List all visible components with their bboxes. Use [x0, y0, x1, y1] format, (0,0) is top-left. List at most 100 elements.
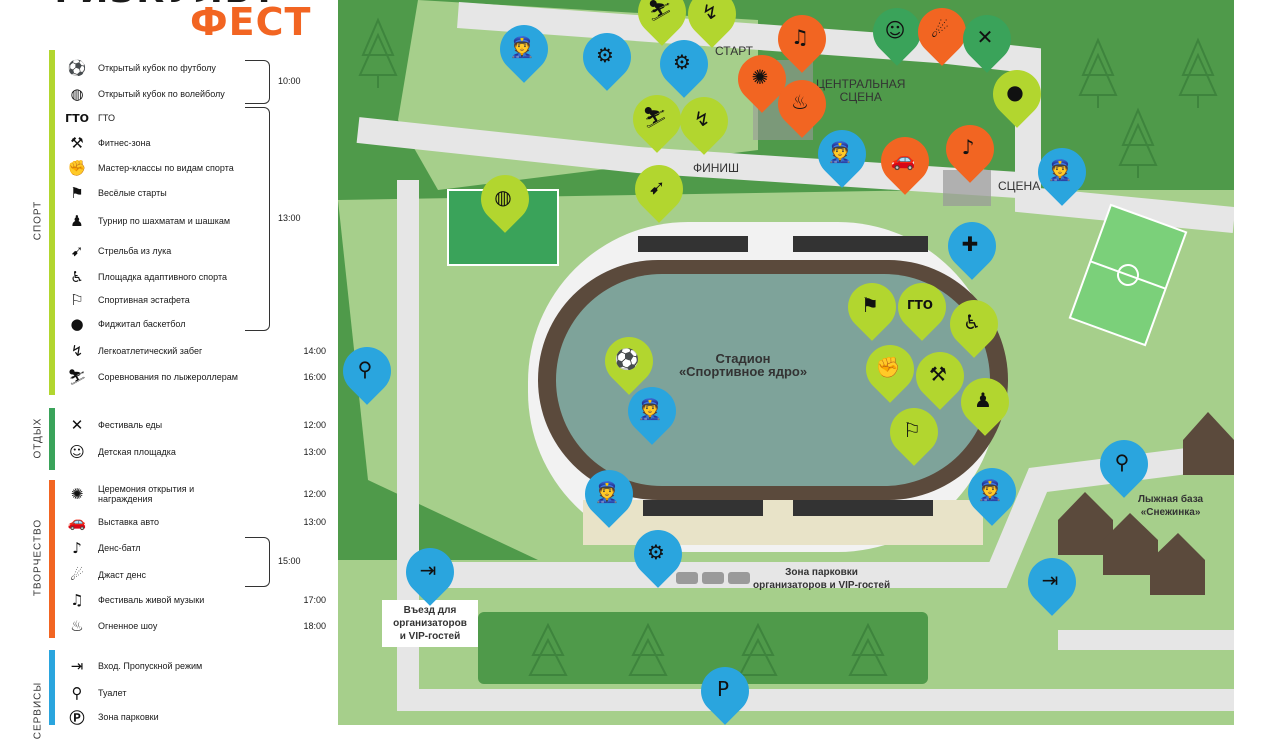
map-pin[interactable]: ✕	[953, 5, 1021, 77]
kids-icon: ☺	[884, 18, 906, 42]
rollerski-icon: ⛷	[642, 105, 668, 129]
map-pin[interactable]: ✺	[728, 45, 796, 117]
map-pin[interactable]: ⚽	[595, 327, 663, 399]
entrance-icon: ⇥	[70, 657, 84, 675]
dance-icon: ♪	[961, 135, 975, 159]
festival-map[interactable]: СТАРТ ФИНИШ ЦЕНТРАЛЬНАЯ СЦЕНА СЦЕНА Стад…	[338, 0, 1234, 725]
food-icon: ✕	[70, 416, 84, 434]
rest-category-bar	[49, 408, 55, 470]
map-pin[interactable]: P	[691, 657, 759, 725]
map-pin[interactable]: ♫	[768, 5, 836, 77]
central-stage-label: ЦЕНТРАЛЬНАЯ СЦЕНА	[816, 77, 906, 104]
map-pin[interactable]: ✊	[856, 335, 924, 407]
map-pin[interactable]: ⚙	[650, 30, 718, 102]
music-icon: ♫	[791, 25, 809, 49]
legend-item: ♪Денс-батл	[64, 537, 326, 559]
map-base	[338, 0, 1234, 725]
map-pin[interactable]: ➹	[625, 155, 693, 227]
map-pin[interactable]: ⛷	[628, 0, 696, 50]
map-pin[interactable]: ⚲	[1090, 430, 1158, 502]
creative-category-label: Творчество	[32, 518, 44, 597]
legend-item: ♿Площадка адаптивного спорта	[64, 266, 326, 288]
map-pin[interactable]: ♿	[940, 290, 1008, 362]
map-pin[interactable]: ⚲	[338, 337, 401, 409]
map-pin[interactable]: ↯	[670, 87, 738, 159]
wheelchair-icon: ♿	[70, 268, 84, 286]
map-pin[interactable]: 👮	[1028, 138, 1096, 210]
archery-icon: ➹	[648, 175, 666, 199]
legend-panel: ФИЗКУЛЬТ ФЕСТ Спорт Отдых Творчество Сер…	[0, 0, 330, 739]
stage-label: СЦЕНА	[998, 179, 1041, 193]
sport-category-bar	[49, 50, 55, 395]
parking-icon: Ⓟ	[69, 708, 85, 727]
map-pin[interactable]: ☺	[863, 0, 931, 70]
map-pin[interactable]: 👮	[575, 460, 643, 532]
toilet-icon: ⚲	[1114, 450, 1130, 474]
gto-icon: ГТО	[906, 298, 934, 312]
kids-icon: ☺	[69, 443, 85, 461]
rest-category-label: Отдых	[32, 417, 44, 459]
basketball-icon: ●	[70, 315, 84, 333]
map-pin[interactable]: ⛷	[623, 85, 691, 157]
map-pin[interactable]: ⚙	[624, 520, 692, 592]
entrance-icon: ⇥	[1041, 568, 1059, 592]
muscle-icon: ✊	[67, 159, 87, 177]
football-icon: ⚽	[614, 347, 640, 371]
stadium-label: Стадион «Спортивное ядро»	[678, 351, 808, 379]
ski-base-label: Лыжная база «Снежинка»	[1138, 494, 1204, 518]
ceremony-icon: ✺	[751, 65, 769, 89]
brand-title: ФЕСТ	[190, 0, 312, 44]
map-pin[interactable]: ⚐	[880, 398, 948, 470]
chess-icon: ♟	[974, 388, 992, 412]
map-pin[interactable]: ⚑	[838, 273, 906, 345]
map-pin[interactable]: ☄	[908, 0, 976, 70]
map-pin[interactable]: 👮	[618, 377, 686, 449]
ceremony-icon: ✺	[70, 485, 84, 503]
time-label: 10:00	[278, 76, 301, 86]
map-pin[interactable]: ГТО	[888, 273, 956, 345]
map-pin[interactable]: ⇥	[1018, 548, 1086, 620]
entrance-icon: ⇥	[419, 558, 437, 582]
map-pin[interactable]: 👮	[490, 15, 558, 87]
car-icon: 🚗	[67, 513, 87, 531]
legend-item: ⇥Вход. Пропускной режим	[64, 655, 326, 677]
map-pin[interactable]: ♨	[768, 70, 836, 142]
brand-top-text: ФИЗКУЛЬТ	[44, 0, 278, 8]
time-bracket	[245, 60, 270, 104]
jazz-icon: ☄	[931, 18, 949, 42]
muscle-icon: ✊	[875, 355, 901, 379]
dumbbell-icon: ⚒	[929, 362, 947, 386]
gear-icon: ⚙	[647, 540, 665, 564]
security-icon: 👮	[594, 480, 620, 504]
volleyball-icon: ◍	[70, 85, 84, 103]
legend-item: ◍Открытый кубок по волейболу	[64, 83, 326, 105]
security-icon: 👮	[1047, 158, 1073, 182]
map-pin[interactable]: ⚒	[906, 342, 974, 414]
legend-item: ☄Джаст денс	[64, 564, 326, 586]
relay-icon: ⚐	[70, 291, 84, 309]
legend-item: ⚽Открытый кубок по футболу	[64, 57, 326, 79]
map-pin[interactable]: ↯	[678, 0, 746, 52]
map-pin[interactable]: ✚	[938, 212, 1006, 284]
legend-item: ✊Мастер-классы по видам спорта	[64, 157, 326, 179]
map-pin[interactable]: ♟	[951, 368, 1019, 440]
map-pin[interactable]: ◍	[471, 165, 539, 237]
map-pin[interactable]: ⇥	[396, 538, 464, 610]
football-icon: ⚽	[67, 59, 87, 77]
map-pin[interactable]: 🚗	[871, 127, 939, 199]
map-pin[interactable]: 👮	[808, 120, 876, 192]
parking-icon: P	[716, 677, 730, 701]
map-pin[interactable]: ♪	[936, 115, 1004, 187]
gear-icon: ⚙	[673, 50, 691, 74]
map-pin[interactable]: 👮	[958, 458, 1026, 530]
map-pin[interactable]: ⚙	[573, 23, 641, 95]
legend-item: ♟Турнир по шахматам и шашкам	[64, 210, 326, 232]
map-pin[interactable]: ●	[983, 60, 1051, 132]
dumbbell-icon: ⚒	[70, 134, 84, 152]
first-aid-icon: ✚	[961, 232, 979, 256]
